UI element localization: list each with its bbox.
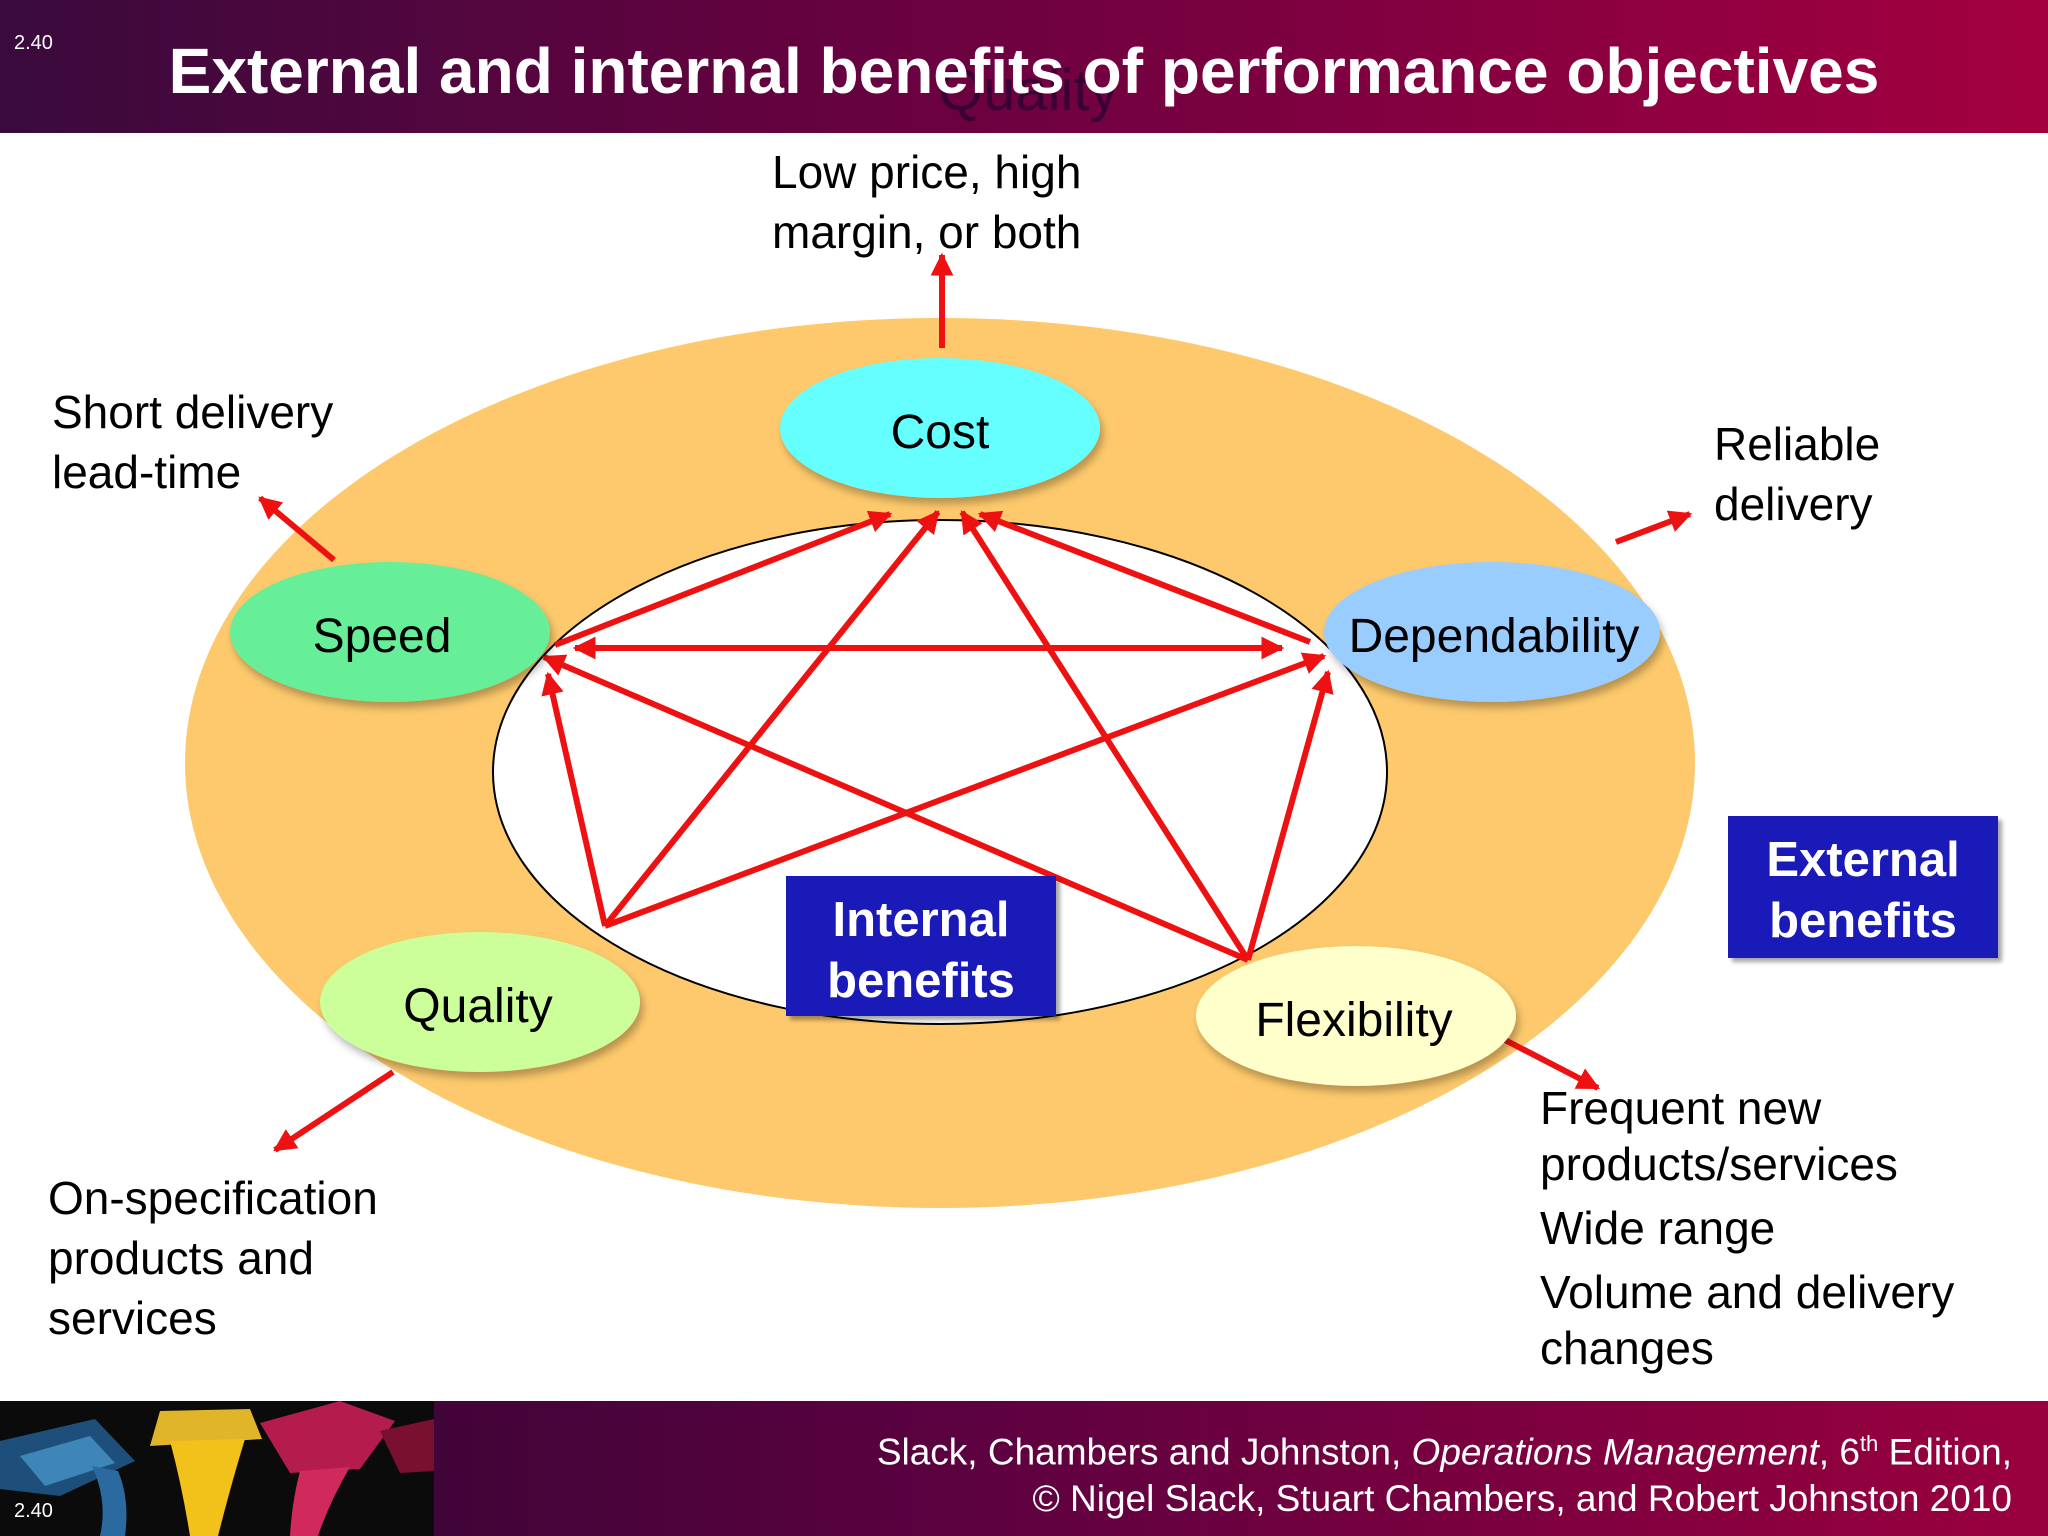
quality-label: Quality: [403, 980, 552, 1033]
speed-label: Speed: [313, 610, 452, 663]
paint-image: [0, 1401, 434, 1536]
flexibility-label: Flexibility: [1255, 994, 1452, 1047]
dependability-node: [1324, 562, 1660, 702]
flexibility-external-label: Frequent new products/services Wide rang…: [1540, 1082, 1955, 1374]
speed-node: [230, 562, 550, 702]
arrow-flexibility-speed: [541, 654, 1250, 963]
arrow-speed-cost: [553, 510, 893, 648]
speed-external-label: Short delivery lead-time: [52, 386, 334, 498]
slide-number-bottom: 2.40: [14, 1500, 53, 1522]
internal-benefits-box: Internal benefits: [786, 876, 1056, 1016]
arrow-quality-speed: [541, 671, 608, 927]
overlapping-quality-text: Quality: [938, 58, 1119, 123]
cost-node: [780, 358, 1100, 498]
arrow-dependability-cost: [977, 510, 1312, 645]
arrow-speed-external: [258, 495, 336, 563]
arrow-flexibility-dependability: [1245, 669, 1334, 961]
paint-pour-illustration: [0, 1401, 434, 1536]
citation: Slack, Chambers and Johnston, Operations…: [877, 1420, 2012, 1522]
dependability-label: Dependability: [1349, 610, 1640, 663]
external-benefits-box: External benefits: [1728, 816, 1998, 958]
arrow-quality-external: [273, 1069, 395, 1153]
dependability-external-label: Reliable delivery: [1714, 418, 1881, 530]
arrow-flexibility-external: [1503, 1037, 1601, 1091]
citation-line-2: © Nigel Slack, Stuart Chambers, and Robe…: [1032, 1478, 2012, 1520]
citation-line-1: Slack, Chambers and Johnston, Operations…: [876, 1431, 2012, 1473]
cost-label: Cost: [891, 406, 990, 459]
quality-external-label: On-specification products and services: [48, 1172, 378, 1344]
slide-number-top: 2.40: [14, 32, 53, 54]
arrow-quality-cost: [602, 510, 941, 928]
flexibility-node: [1196, 946, 1516, 1086]
slide-title: External and internal benefits of perfor…: [168, 35, 1880, 107]
quality-node: [320, 932, 640, 1072]
internal-arrows: [541, 510, 1334, 963]
arrow-dependability-external: [1614, 510, 1693, 545]
arrow-quality-dependability: [603, 652, 1327, 929]
title-bar: [0, 0, 2048, 133]
external-arrows: [258, 252, 1693, 1153]
cost-external-label: Low price, high margin, or both: [772, 146, 1082, 258]
